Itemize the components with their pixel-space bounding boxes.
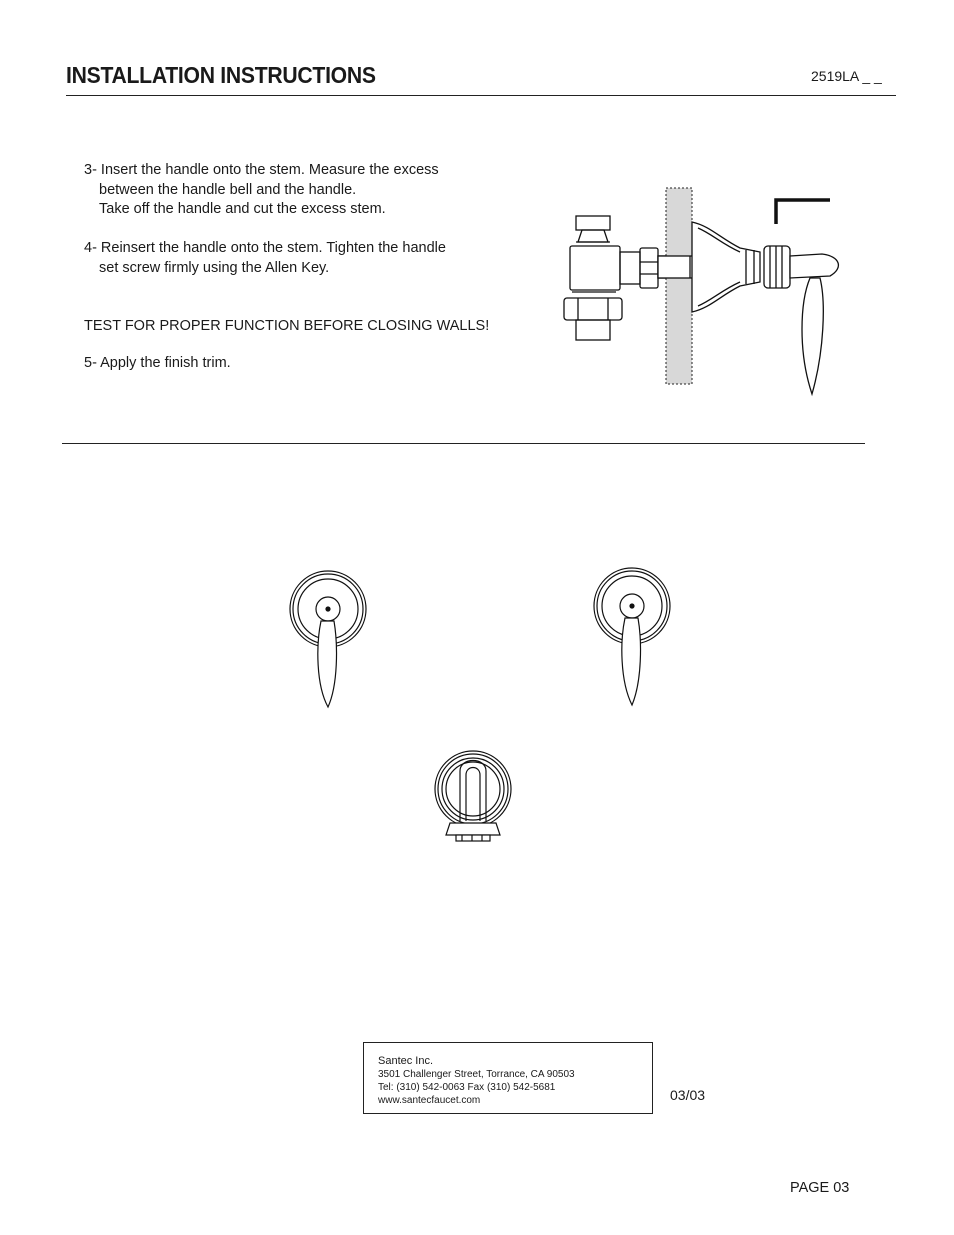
test-notice: TEST FOR PROPER FUNCTION BEFORE CLOSING … [84, 318, 490, 334]
header-divider [66, 95, 896, 96]
model-number: 2519LA _ _ [811, 68, 882, 84]
revision-date: 03/03 [670, 1087, 706, 1103]
step-4-line-1: 4- Reinsert the handle onto the stem. Ti… [84, 240, 446, 256]
step-3-text: 3- Insert the handle onto the stem. Meas… [84, 161, 439, 220]
lever-handle-trim-icon [289, 570, 367, 709]
step-3-line-2: between the handle bell and the handle. [99, 181, 357, 198]
finish-trim-illustrations [289, 567, 671, 842]
step-4-line-2: set screw firmly using the Allen Key. [99, 259, 330, 276]
step-4-text: 4- Reinsert the handle onto the stem. Ti… [84, 239, 446, 278]
company-phone-fax: Tel: (310) 542-0063 Fax (310) 542-5681 [378, 1082, 556, 1093]
lever-handle-trim-icon [593, 567, 671, 707]
step-5-text: 5- Apply the finish trim. [84, 355, 231, 371]
wall-section [665, 187, 693, 385]
page-number: PAGE 03 [790, 1180, 850, 1196]
step-3-line-3: Take off the handle and cut the excess s… [99, 201, 386, 217]
company-website: www.santecfaucet.com [378, 1095, 481, 1106]
company-name: Santec Inc. [378, 1055, 434, 1067]
section-divider [62, 443, 865, 444]
tub-spout-icon [434, 750, 512, 842]
valve-handle-installation-diagram [563, 187, 840, 397]
step-3-line-1: 3- Insert the handle onto the stem. Meas… [84, 162, 439, 178]
company-address: 3501 Challenger Street, Torrance, CA 905… [378, 1069, 575, 1080]
company-contact-box: Santec Inc. 3501 Challenger Street, Torr… [363, 1042, 653, 1114]
page-title: INSTALLATION INSTRUCTIONS [66, 62, 376, 88]
